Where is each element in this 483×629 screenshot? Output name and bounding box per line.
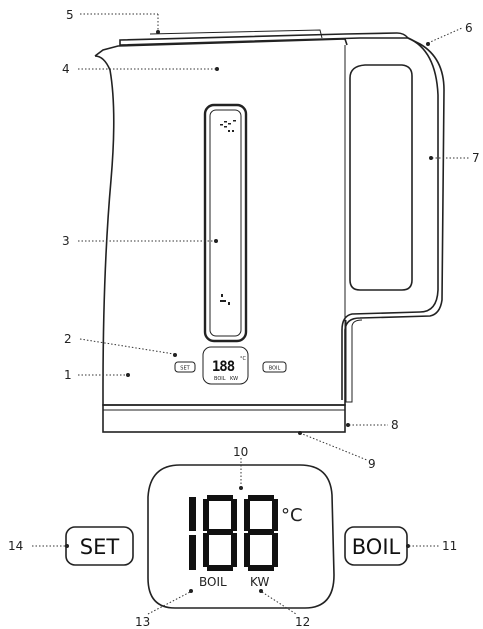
callout-6: 6 — [465, 21, 473, 35]
callout-8: 8 — [391, 418, 399, 432]
small-display-sub-left: BOIL — [214, 376, 226, 382]
large-display-sub-left: BOIL — [199, 575, 227, 589]
callout-3: 3 — [62, 234, 70, 248]
small-set-button[interactable] — [174, 361, 196, 373]
kettle-body — [94, 37, 445, 406]
large-digit-8b — [244, 495, 278, 571]
large-boil-label: BOIL — [352, 535, 401, 559]
large-set-label: SET — [80, 535, 120, 559]
kettle-illustration: SET BOIL 188 °C BOIL KW — [94, 29, 445, 433]
kettle-control-panel: SET BOIL 188 °C BOIL KW — [174, 346, 287, 385]
callout-12: 12 — [295, 615, 310, 629]
callout-2: 2 — [64, 332, 72, 346]
small-display-sub-right: KW — [230, 376, 238, 382]
callout-1: 1 — [64, 368, 72, 382]
callout-4: 4 — [62, 62, 70, 76]
callout-numbers: 5 6 4 7 3 2 1 8 9 10 11 14 13 12 — [8, 8, 480, 629]
large-display-unit: °C — [281, 505, 303, 526]
kettle-lid — [119, 32, 410, 46]
callout-9: 9 — [368, 457, 376, 471]
large-digit-1 — [189, 497, 196, 570]
small-boil-label: BOIL — [269, 366, 281, 372]
large-digit-8a — [203, 495, 237, 571]
small-display — [202, 346, 249, 385]
callout-10: 10 — [233, 445, 248, 459]
callout-7: 7 — [472, 151, 480, 165]
callout-5: 5 — [66, 8, 74, 22]
kettle-base — [102, 404, 346, 433]
callout-leaders — [32, 13, 470, 615]
small-display-unit: °C — [240, 356, 247, 362]
small-display-digits: 188 — [212, 359, 235, 375]
small-boil-button[interactable] — [262, 361, 287, 373]
callout-14: 14 — [8, 539, 23, 553]
callout-11: 11 — [442, 539, 457, 553]
display-detail: °C BOIL KW SET BOIL — [65, 464, 408, 609]
large-display — [147, 464, 335, 609]
callout-13: 13 — [135, 615, 150, 629]
kettle-handle-opening — [349, 64, 413, 291]
small-set-label: SET — [180, 366, 190, 372]
water-level-window-icon — [203, 103, 248, 343]
kettle-spout — [94, 38, 348, 57]
large-display-sub-right: KW — [250, 575, 269, 589]
kettle-handle — [341, 37, 439, 400]
